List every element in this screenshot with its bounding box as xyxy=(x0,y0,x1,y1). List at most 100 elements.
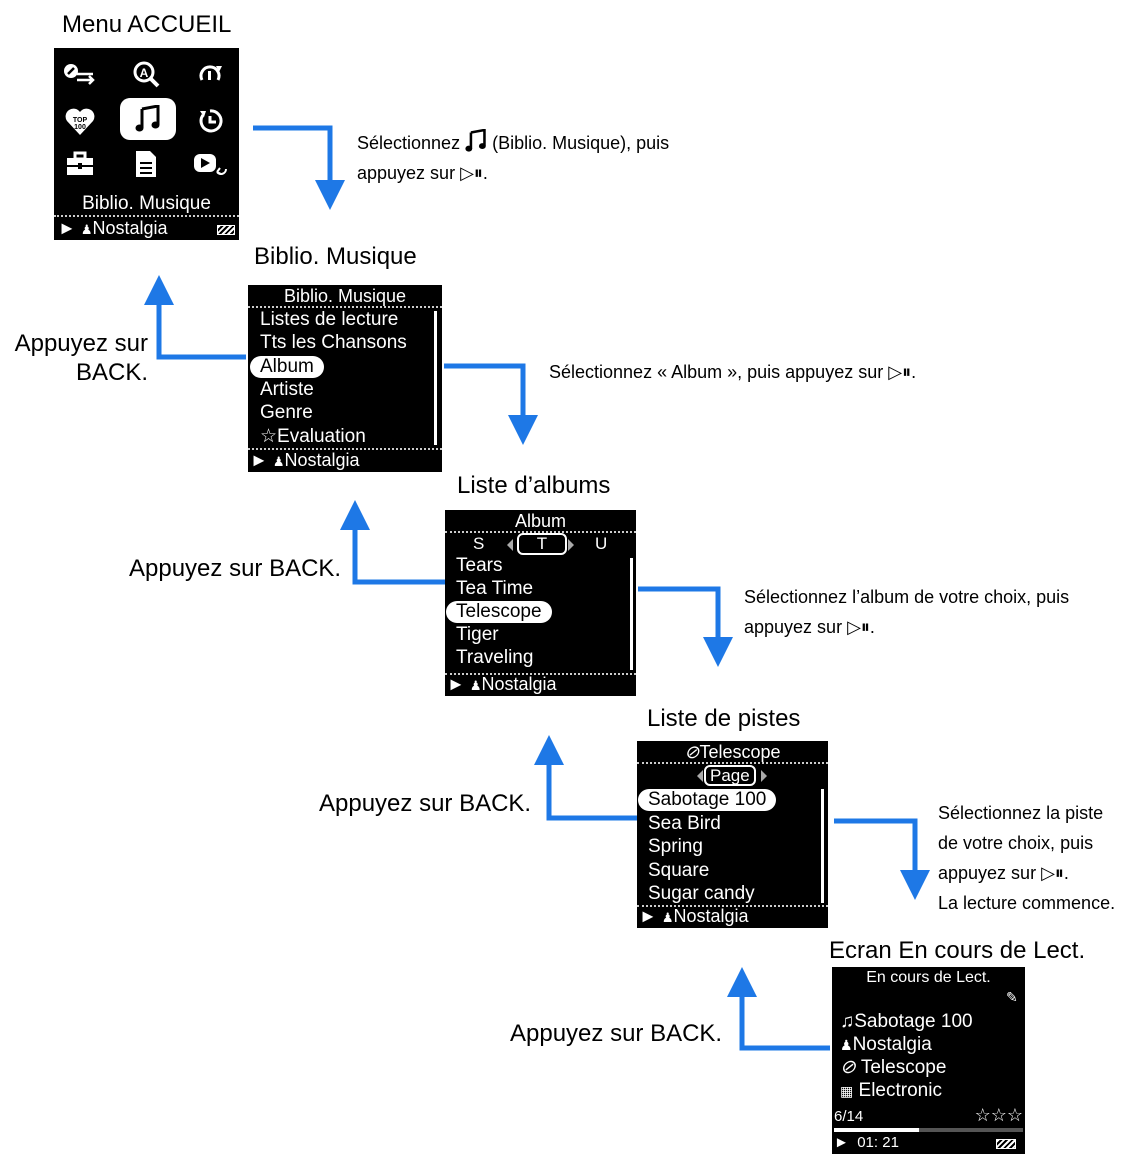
letter-next[interactable]: U xyxy=(595,534,608,553)
list-item[interactable]: Artiste xyxy=(260,378,314,400)
step3-instruction: Sélectionnez l’album de votre choix, pui… xyxy=(744,587,1070,637)
albums-header: Album xyxy=(514,511,567,531)
list-item[interactable]: Tea Time xyxy=(456,578,534,599)
list-item[interactable]: Tiger xyxy=(456,624,499,645)
artist-icon: ♟ xyxy=(840,1037,853,1053)
step2-text: Sélectionnez « Album », puis appuyez sur xyxy=(549,362,884,382)
page-right-arrow-icon[interactable] xyxy=(761,770,767,782)
list-item[interactable]: Sea Bird xyxy=(648,812,721,834)
step4-line1: Sélectionnez la piste xyxy=(938,803,1104,823)
step1-text-a: Sélectionnez xyxy=(357,133,461,153)
tracks-status-bar: ► ♟Nostalgia xyxy=(639,906,749,927)
back-instruction-2: Appuyez sur BACK. xyxy=(129,555,342,582)
arrow-back-library xyxy=(144,275,246,360)
arrow-back-nowplaying xyxy=(727,967,830,1051)
music-note-icon xyxy=(465,128,486,152)
battery-icon xyxy=(996,1139,1016,1149)
track-position: 6/14 xyxy=(834,1108,864,1125)
document-list-icon[interactable] xyxy=(128,146,164,182)
scrollbar[interactable] xyxy=(434,311,437,445)
tracks-header-text: Telescope xyxy=(699,742,781,762)
divider xyxy=(248,306,442,308)
album-name: Telescope xyxy=(860,1057,947,1078)
back-instruction-3: Appuyez sur BACK. xyxy=(319,790,532,817)
tracks-caption: Liste de pistes xyxy=(647,705,801,732)
nowplaying-status-bar: ► 01: 21 xyxy=(834,1134,899,1151)
timer-icon[interactable] xyxy=(192,103,228,139)
disc-icon: ⊘ xyxy=(684,742,700,762)
list-item[interactable]: Genre xyxy=(260,402,313,424)
rating-stars: ☆☆☆ xyxy=(974,1105,1023,1125)
divider xyxy=(445,531,636,533)
list-item[interactable]: Traveling xyxy=(456,647,534,668)
divider xyxy=(54,215,239,217)
step4-instruction: Sélectionnez la piste de votre choix, pu… xyxy=(938,798,1143,918)
nowplaying-header: En cours de Lect. xyxy=(866,969,991,986)
list-item[interactable]: Square xyxy=(648,859,710,881)
page-left-arrow-icon[interactable] xyxy=(697,770,703,782)
settings-repeat-icon[interactable] xyxy=(62,56,98,92)
disc-icon: ⊘ xyxy=(840,1057,856,1078)
status-track: Nostalgia xyxy=(673,906,749,926)
status-track: Nostalgia xyxy=(481,674,557,694)
scrollbar[interactable] xyxy=(630,558,633,670)
list-item[interactable]: Listes de lecture xyxy=(260,309,399,330)
page-button[interactable]: Page xyxy=(704,765,756,786)
svg-text:100: 100 xyxy=(74,124,86,131)
divider xyxy=(637,762,828,764)
album-row: ⊘ Telescope xyxy=(840,1057,946,1079)
music-note-icon[interactable] xyxy=(120,98,176,140)
list-item[interactable]: Album xyxy=(250,355,324,378)
svg-text:A: A xyxy=(140,66,149,80)
list-item[interactable]: Sabotage 100 xyxy=(638,789,777,811)
elapsed-time: 01: 21 xyxy=(857,1134,899,1151)
list-item[interactable]: Tears xyxy=(456,555,503,576)
play-icon: ► xyxy=(639,906,657,926)
arrow-library-to-albums xyxy=(444,363,538,445)
toolbox-icon[interactable] xyxy=(62,146,98,182)
play-pause-icon: ▷⏸ xyxy=(460,163,483,183)
back-instruction-4: Appuyez sur BACK. xyxy=(510,1020,723,1047)
step4-line4: La lecture commence. xyxy=(938,893,1116,913)
list-item[interactable]: Sugar candy xyxy=(648,883,755,904)
list-item[interactable]: ☆Evaluation xyxy=(260,425,366,447)
arrow-albums-to-tracks xyxy=(638,586,733,667)
battery-icon xyxy=(217,225,235,235)
nowplaying-screen: En cours de Lect. ✎ ♫Sabotage 100 ♟Nosta… xyxy=(832,967,1025,1154)
scrollbar[interactable] xyxy=(821,789,824,903)
artist-icon: ♟ xyxy=(80,222,93,237)
list-item[interactable]: Tts les Chansons xyxy=(260,332,407,354)
genre-icon: ▦ xyxy=(840,1083,854,1099)
artist-icon: ♟ xyxy=(469,678,482,693)
search-a-icon[interactable]: A xyxy=(128,56,164,92)
home-status-bar: ► ♟Nostalgia xyxy=(58,218,168,239)
letter-right-arrow-icon[interactable] xyxy=(568,539,574,551)
step4-line2: de votre choix, puis xyxy=(938,833,1094,853)
letter-left-arrow-icon[interactable] xyxy=(507,539,513,551)
list-item[interactable]: Spring xyxy=(648,836,703,857)
albums-caption: Liste d’albums xyxy=(457,472,611,499)
step2-instruction: Sélectionnez « Album », puis appuyez sur… xyxy=(549,362,917,382)
svg-text:TOP: TOP xyxy=(73,117,88,124)
rotate-icon[interactable] xyxy=(192,56,228,92)
play-return-icon[interactable] xyxy=(192,146,228,182)
arrow-home-to-library xyxy=(253,125,345,210)
home-caption: Menu ACCUEIL xyxy=(62,11,232,38)
play-icon: ► xyxy=(58,218,76,238)
letter-current[interactable]: T xyxy=(517,533,567,555)
status-track: Nostalgia xyxy=(92,218,168,238)
progress-bar[interactable] xyxy=(834,1128,1023,1132)
step1-instruction: Sélectionnez (Biblio. Musique), puis app… xyxy=(357,128,737,188)
artist-icon: ♟ xyxy=(272,454,285,469)
status-track: Nostalgia xyxy=(284,450,360,470)
list-item[interactable]: Telescope xyxy=(446,601,552,623)
track-title: Sabotage 100 xyxy=(854,1011,973,1032)
nowplaying-caption: Ecran En cours de Lect. xyxy=(829,937,1086,964)
letter-prev[interactable]: S xyxy=(473,534,485,553)
progress-fill xyxy=(834,1128,920,1132)
